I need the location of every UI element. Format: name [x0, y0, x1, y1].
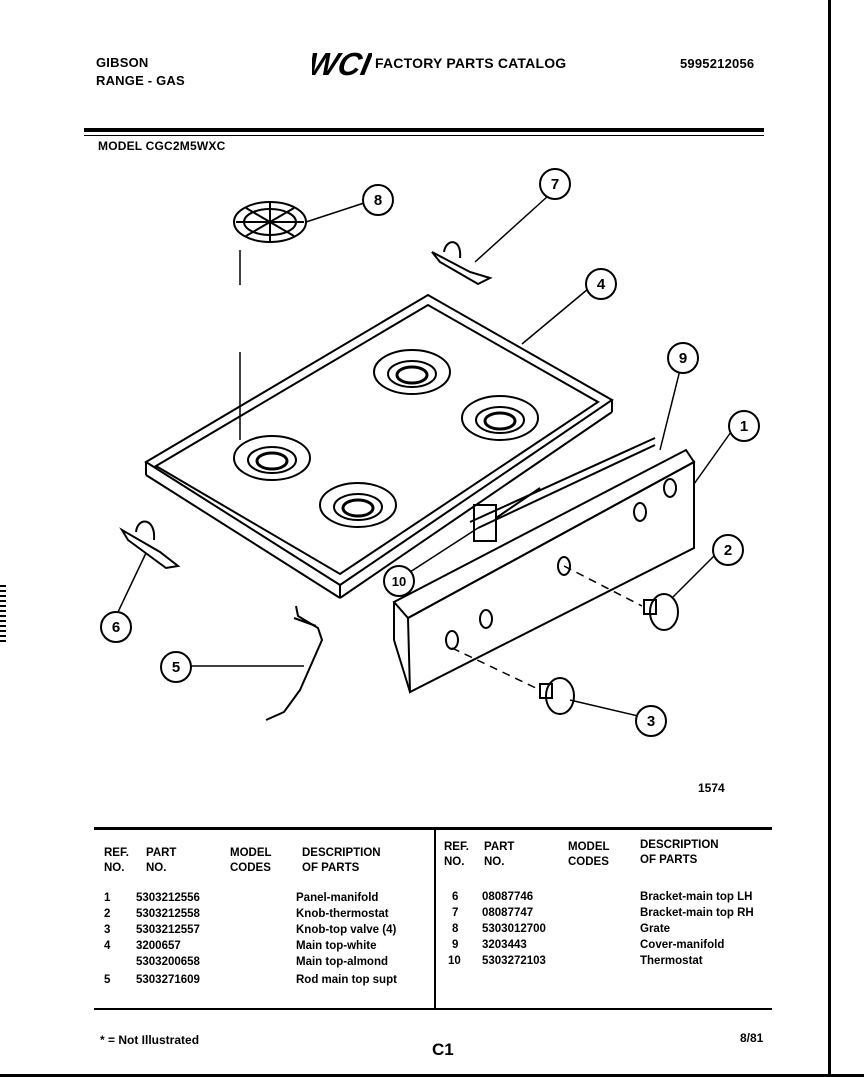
callout-6	[100, 611, 132, 643]
part-no-cell: 08087746	[482, 891, 534, 903]
part-no-cell: 5303012700	[482, 923, 546, 935]
callout-7	[539, 168, 571, 200]
product-type: RANGE - GAS	[96, 73, 185, 88]
ref-cell: 1	[104, 892, 111, 904]
main-top-part	[144, 293, 614, 599]
part-no-cell: 5303212556	[136, 892, 200, 904]
header-rule	[84, 128, 764, 132]
description-cell: Main top-almond	[296, 956, 388, 968]
page-identifier: C1	[432, 1040, 454, 1059]
ref-cell: 8	[452, 923, 459, 935]
svg-text:10: 10	[392, 574, 406, 589]
logo-lettering: WCI	[312, 46, 372, 80]
description-cell: Knob-top valve (4)	[296, 924, 397, 936]
model-line: MODEL CGC2M5WXC	[98, 139, 226, 153]
header-rule-thin	[84, 135, 764, 136]
part-no-cell: 3203443	[482, 939, 527, 951]
description-cell: Knob-thermostat	[296, 908, 389, 920]
part-no-cell: 3200657	[136, 940, 181, 952]
description-cell: Rod main top supt	[296, 974, 397, 986]
description-cell: Panel-manifold	[296, 892, 379, 904]
svg-text:9: 9	[679, 350, 687, 367]
manifold-panel-part	[392, 437, 696, 694]
callout-8	[362, 184, 394, 216]
description-cell: Cover-manifold	[640, 939, 725, 951]
ref-cell: 6	[452, 891, 459, 903]
table-top-rule	[94, 827, 772, 830]
description-cell: Bracket-main top RH	[640, 907, 754, 919]
svg-text:7: 7	[551, 176, 559, 193]
table-bottom-rule	[94, 1008, 772, 1010]
callout-9	[667, 342, 699, 374]
part-no-cell: 5303271609	[136, 974, 200, 986]
svg-text:8: 8	[374, 192, 382, 209]
part-no-cell: 5303212557	[136, 924, 200, 936]
rod-part	[265, 605, 324, 721]
svg-text:1: 1	[740, 418, 748, 435]
svg-text:6: 6	[112, 619, 120, 636]
description-cell: Grate	[640, 923, 671, 935]
svg-text:3: 3	[647, 713, 655, 730]
callout-3	[635, 705, 667, 737]
description-cell: Thermostat	[640, 955, 703, 967]
header-ref-right: REF.NO.	[444, 841, 469, 868]
ref-cell: 3	[104, 924, 111, 936]
ref-cell: 9	[452, 939, 459, 951]
figure-number: 1574	[698, 781, 725, 795]
description-cell: Main top-white	[296, 940, 377, 952]
ref-cell: 4	[104, 940, 111, 952]
callout-1	[728, 410, 760, 442]
table-column-divider	[434, 830, 436, 1010]
bracket-lh-part	[119, 520, 181, 570]
part-no-cell: 08087747	[482, 907, 534, 919]
wci-logo: WCI	[312, 46, 372, 80]
page-frame-right	[828, 0, 831, 1077]
page-frame-bottom	[0, 1074, 864, 1077]
ref-cell: 7	[452, 907, 459, 919]
catalog-date: 8/81	[740, 1031, 764, 1045]
part-no-cell: 5303200658	[136, 956, 200, 968]
svg-text:5: 5	[172, 659, 180, 676]
svg-text:4: 4	[597, 276, 606, 293]
ref-cell: 2	[104, 908, 111, 920]
knob-thermostat-part	[643, 593, 679, 631]
ref-cell: 5	[104, 974, 111, 986]
grate-part	[233, 201, 307, 285]
catalog-title: FACTORY PARTS CATALOG	[375, 55, 567, 71]
scan-edge-artifact	[0, 585, 6, 645]
callout-10	[383, 565, 415, 597]
bracket-rh-part	[431, 241, 493, 286]
part-no-cell: 5303212558	[136, 908, 200, 920]
callout-4	[585, 268, 617, 300]
catalog-number: 5995212056	[680, 56, 755, 71]
ref-cell: 10	[448, 955, 461, 967]
brand-name: GIBSON	[96, 55, 149, 70]
svg-text:2: 2	[724, 542, 732, 559]
knob-top-valve-part	[539, 677, 575, 715]
header-ref-left: REF.NO.	[104, 847, 129, 874]
callout-2	[712, 534, 744, 566]
exploded-parts-diagram: 8 7 4 9 1 2 3 10 6 5	[100, 168, 760, 737]
not-illustrated-footnote: * = Not Illustrated	[100, 1033, 200, 1047]
description-cell: Bracket-main top LH	[640, 891, 753, 903]
callout-5	[160, 651, 192, 683]
part-no-cell: 5303272103	[482, 955, 546, 967]
